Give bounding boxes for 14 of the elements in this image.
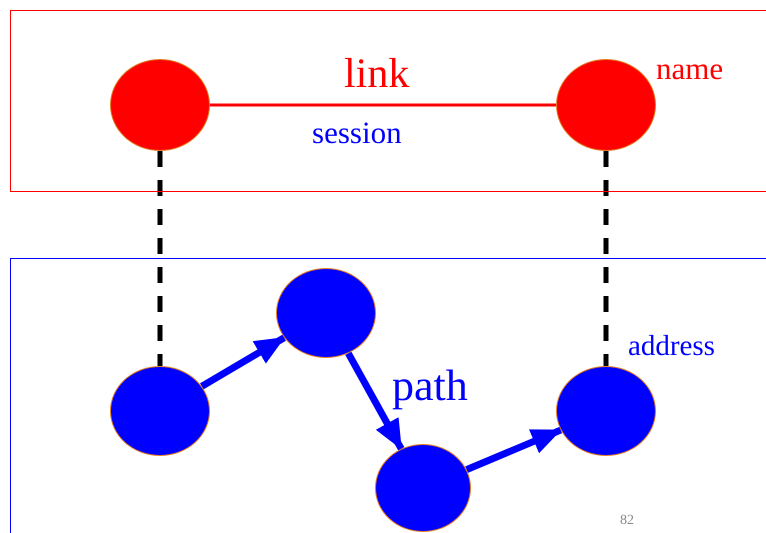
dashed-connector [604,151,608,366]
node-caption: name [656,53,724,84]
text-label: 82 [620,514,634,528]
dashed-connector [158,151,162,366]
node-caption: address [628,332,715,361]
edge-label: link [344,53,410,95]
layer-panel [10,10,766,192]
layer-panel [10,258,766,533]
text-label: session [312,117,402,148]
arrow [465,426,562,473]
connector-line [210,104,556,106]
arrow [200,334,286,390]
arrow [345,352,404,450]
text-label: path [392,364,468,408]
